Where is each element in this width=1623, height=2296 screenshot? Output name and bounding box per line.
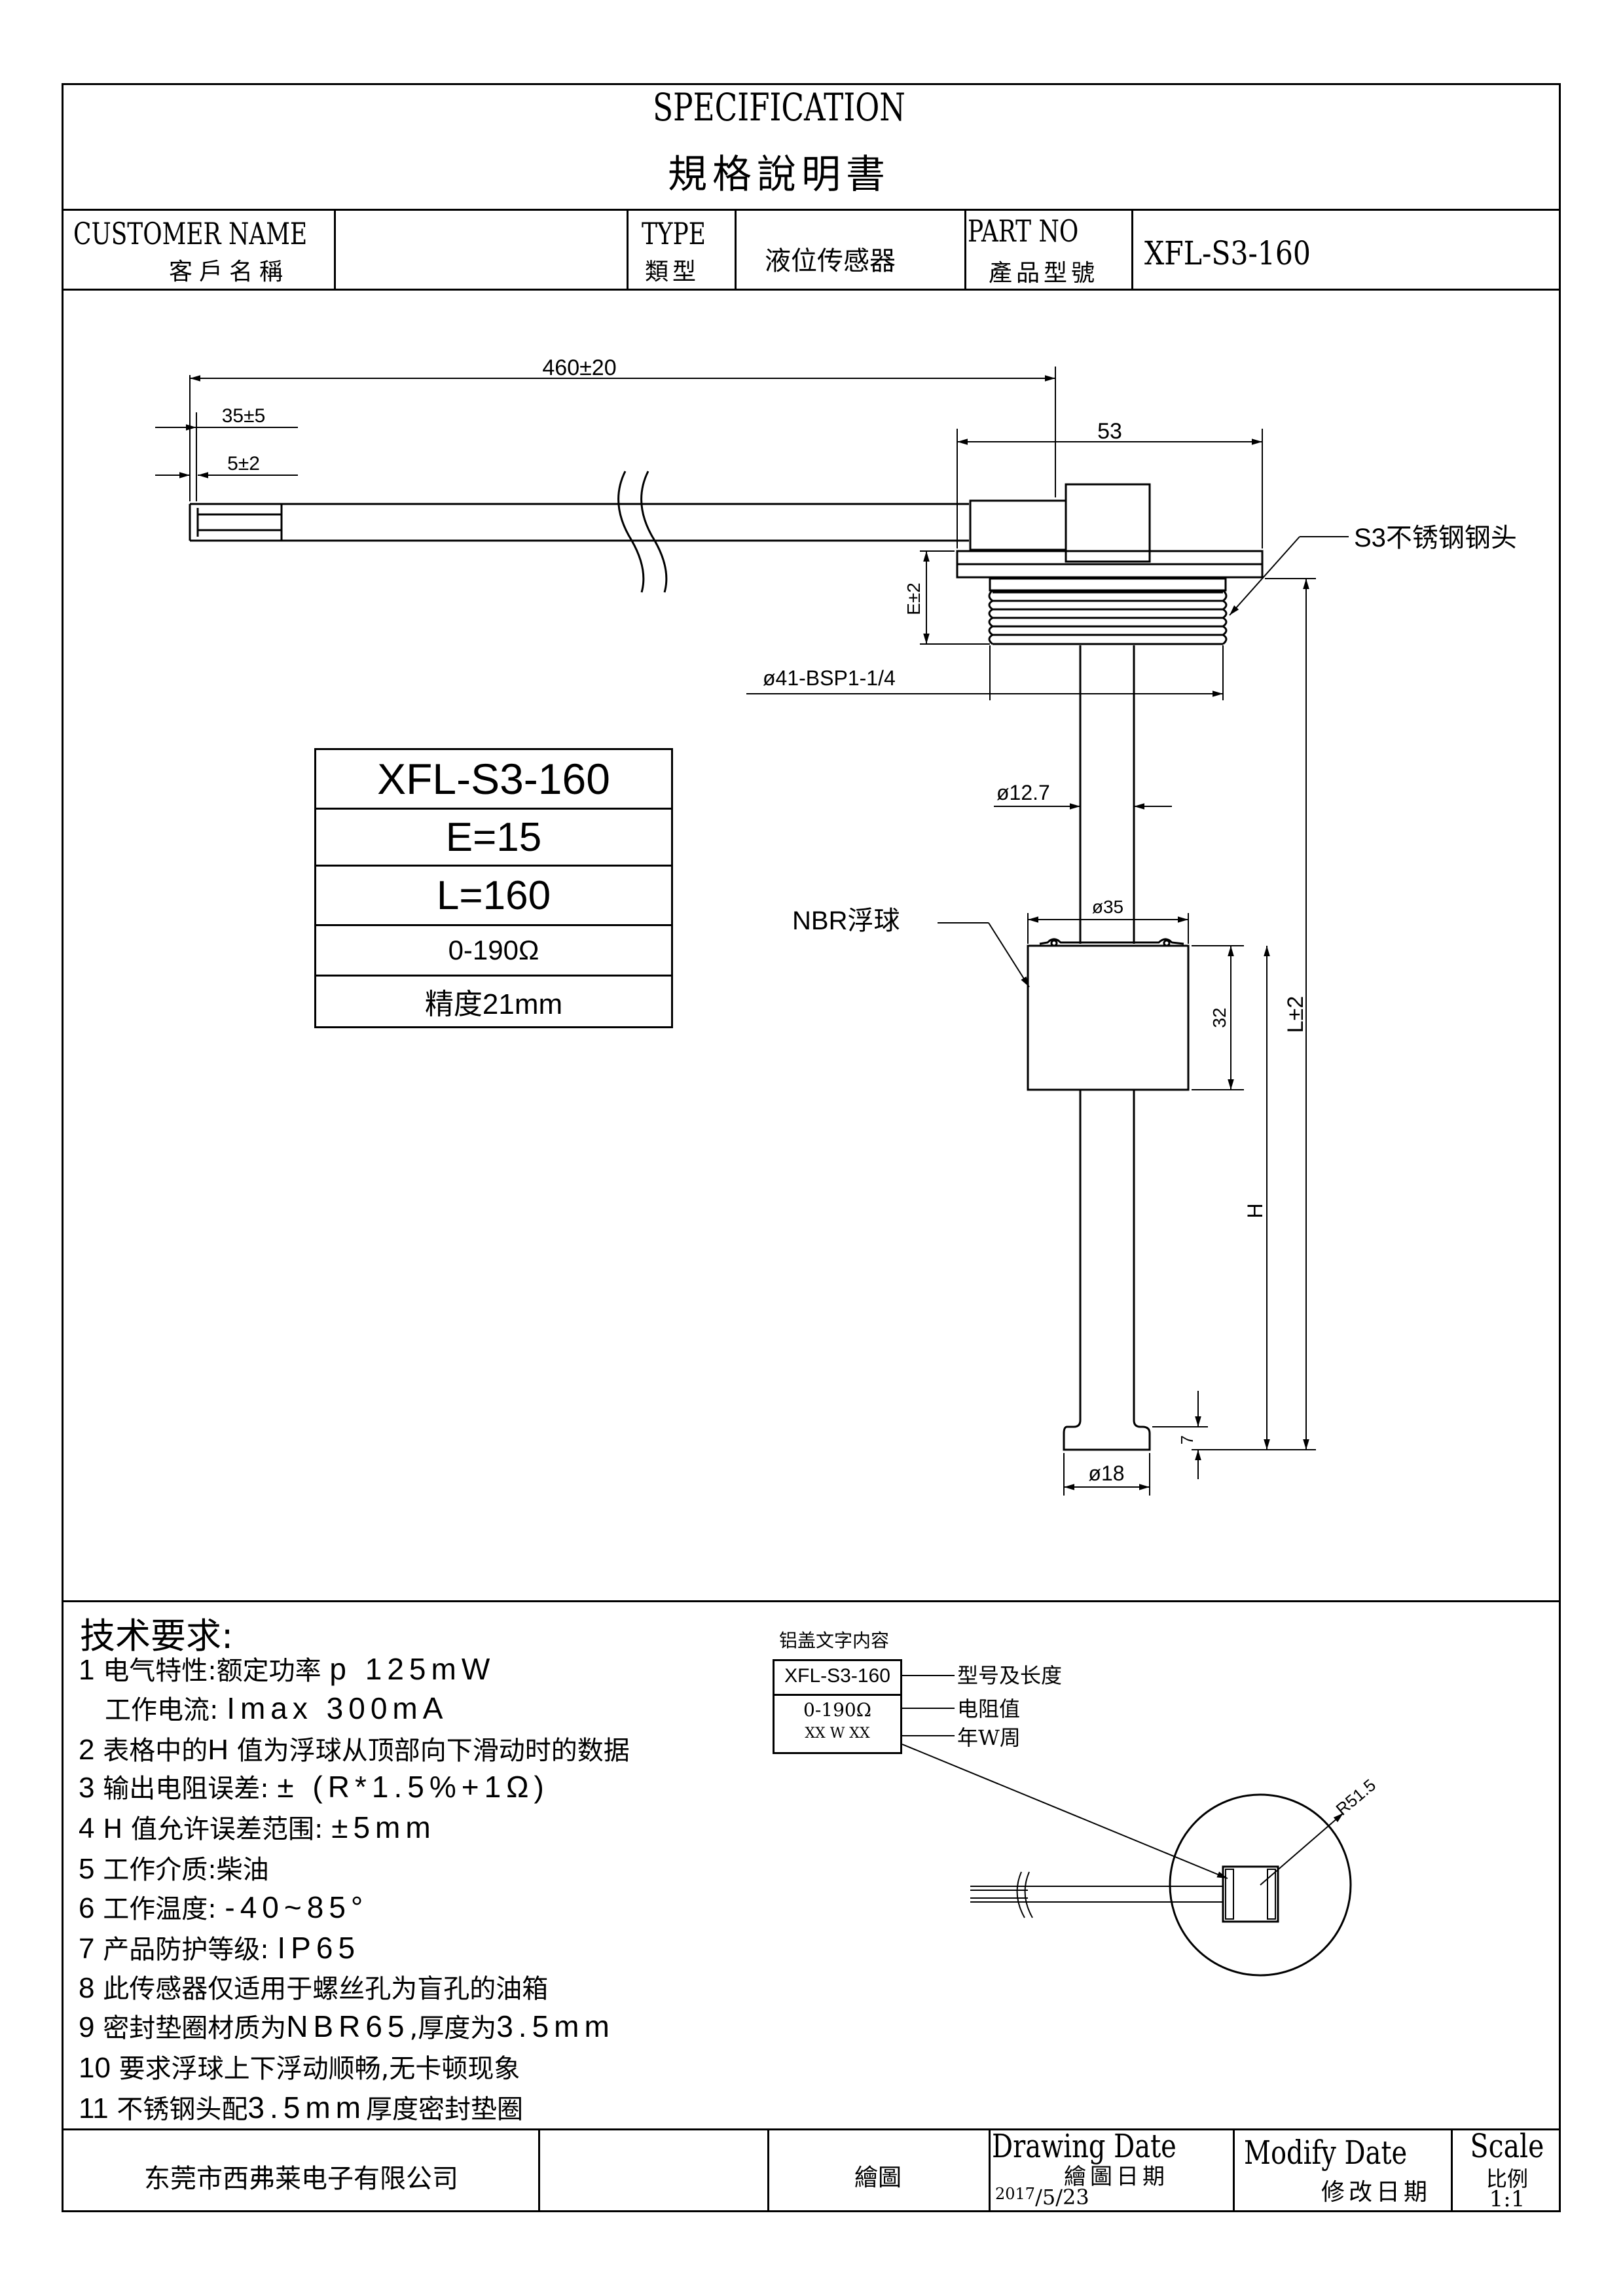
req-item-2: 2 表格中的H 值为浮球从顶部向下滑动时的数据 <box>79 1734 630 1766</box>
customer-label-en: CUSTOMER NAME <box>73 216 308 251</box>
req-item-4: 4 H 值允许误差范围: ±5mm <box>79 1810 436 1844</box>
req-item-3: 3 输出电阻误差: ± (R*1.5%+1Ω) <box>79 1770 549 1804</box>
req-item-6: 6 工作温度: -40~85° <box>79 1890 369 1924</box>
requirements-divider <box>62 1600 1561 1602</box>
req-item-7: 7 产品防护等级: IP65 <box>79 1931 361 1965</box>
dim-head-width: 53 <box>1097 419 1122 444</box>
customer-label-zh: 客戶名稱 <box>169 259 290 285</box>
drawing-frame <box>62 83 1561 2212</box>
dim-h: H <box>1243 1203 1267 1218</box>
float-label: NBR浮球 <box>792 906 900 935</box>
head-label: S3不锈钢钢头 <box>1354 524 1517 552</box>
scale-value: 1:1 <box>1489 2186 1525 2212</box>
part-label-en: PART NO <box>968 213 1079 249</box>
title-zh: 規格說明書 <box>668 152 890 198</box>
header-sep-3 <box>735 209 737 290</box>
label-line-1: XFL-S3-160 <box>784 1665 890 1687</box>
footer-sep-1 <box>538 2128 540 2212</box>
header-sep-5 <box>1131 209 1133 290</box>
req-item-1: 1 电气特性:额定功率 p 125mW <box>79 1652 496 1686</box>
drawing-date-zh: 繪圖日期 <box>1064 2164 1169 2190</box>
label-note-2: 电阻值 <box>957 1696 1021 1721</box>
dim-thread: ø41-BSP1-1/4 <box>763 666 896 690</box>
req-item-10: 10 要求浮球上下浮动顺畅,无卡顿现象 <box>79 2052 520 2084</box>
dim-l: L±2 <box>1283 996 1308 1033</box>
footer-sep-3 <box>989 2128 991 2212</box>
type-label-zh: 類型 <box>645 259 701 285</box>
header-sep-1 <box>334 209 336 290</box>
type-label-en: TYPE <box>642 216 706 251</box>
part-label-zh: 產品型號 <box>989 260 1099 287</box>
dim-e: E±2 <box>903 583 924 615</box>
modify-date-en: Modify Date <box>1244 2134 1408 2172</box>
label-line-2: 0-190Ω <box>803 1699 871 1721</box>
type-value: 液位传感器 <box>765 246 896 276</box>
header-divider <box>62 209 1561 211</box>
footer-sep-5 <box>1451 2128 1453 2212</box>
spec-model: XFL-S3-160 <box>314 748 673 810</box>
part-value: XFL-S3-160 <box>1144 234 1311 272</box>
label-caption: 铝盖文字内容 <box>779 1630 890 1651</box>
dim-bottom: 7 <box>1177 1435 1197 1444</box>
dim-float-height: 32 <box>1209 1007 1230 1028</box>
dim-rod: ø12.7 <box>996 781 1050 804</box>
modify-date-zh: 修改日期 <box>1321 2179 1432 2206</box>
label-note-3: 年W周 <box>957 1725 1021 1750</box>
dim-cable-total: 460±20 <box>542 355 616 380</box>
scale-en: Scale <box>1470 2127 1544 2165</box>
label-line-3: XX W XX <box>805 1725 870 1742</box>
spec-accuracy: 精度21mm <box>314 975 673 1028</box>
req-item-9: 9 密封垫圈材质为NBR65,厚度为3.5mm <box>79 2009 615 2043</box>
label-box-divider <box>773 1694 902 1696</box>
footer-sep-4 <box>1233 2128 1235 2212</box>
header-sep-4 <box>964 209 966 290</box>
footer-top <box>62 2128 1561 2130</box>
req-item-11: 11 不锈钢头配3.5mm厚度密封垫圈 <box>79 2090 523 2125</box>
drawn-label: 繪圖 <box>854 2164 902 2191</box>
company-name: 东莞市西弗莱电子有限公司 <box>144 2164 458 2194</box>
footer-sep-2 <box>767 2128 769 2212</box>
header-sep-2 <box>627 209 629 290</box>
dim-strip2: 5±2 <box>227 453 260 475</box>
label-radius: R51.5 <box>1332 1775 1379 1820</box>
title-en: SPECIFICATION <box>653 85 905 130</box>
dim-strip1: 35±5 <box>222 405 266 427</box>
label-note-1: 型号及长度 <box>957 1663 1063 1688</box>
scale-zh: 比例 <box>1486 2166 1528 2191</box>
dim-bottom-dia: ø18 <box>1088 1462 1124 1485</box>
req-item-8: 8 此传感器仅适用于螺丝孔为盲孔的油箱 <box>79 1972 549 2004</box>
drawing-date-en: Drawing Date <box>992 2127 1176 2165</box>
label-box <box>773 1659 902 1754</box>
req-item-1b: 工作电流: Imax 300mA <box>105 1691 448 1725</box>
req-item-5: 5 工作介质:柴油 <box>79 1853 269 1885</box>
drawing-date-value: 2017/5/23 <box>995 2185 1089 2210</box>
header-bottom <box>62 289 1561 291</box>
requirements-title: 技术要求: <box>80 1615 234 1657</box>
dim-float-dia: ø35 <box>1092 897 1123 917</box>
